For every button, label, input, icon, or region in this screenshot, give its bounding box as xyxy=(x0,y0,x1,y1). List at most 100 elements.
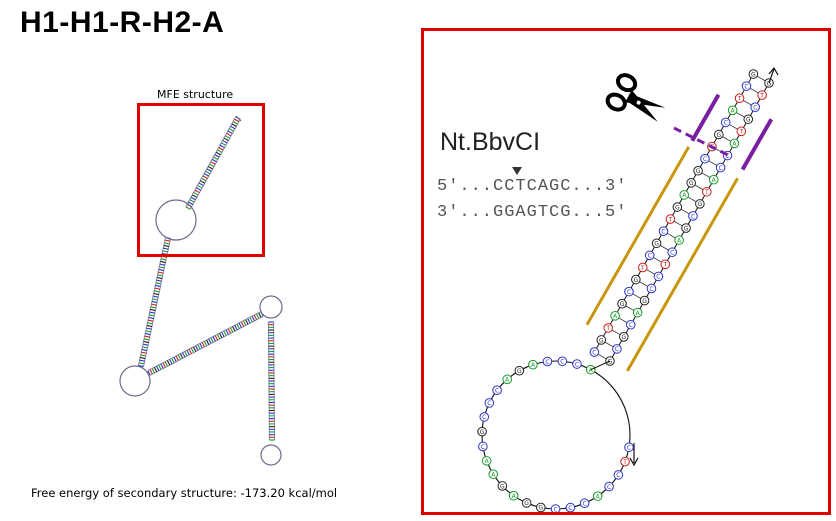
nucleotide: C xyxy=(667,247,678,258)
nucleotide: T xyxy=(637,262,648,273)
nucleotide: C xyxy=(720,117,731,128)
scissors-icon xyxy=(605,73,666,122)
base-pair-rung xyxy=(221,331,225,337)
nucleotide: G xyxy=(651,238,662,249)
base-pair-rung xyxy=(249,317,253,323)
base-pair-rung xyxy=(195,187,202,191)
nucleotide: A xyxy=(729,138,740,149)
nucleotide: C xyxy=(550,504,561,513)
svg-text:C: C xyxy=(627,289,631,296)
base-pair-rung xyxy=(143,338,150,341)
svg-text:C: C xyxy=(648,253,652,260)
base-pair-rung xyxy=(199,343,203,349)
nucleotide: G xyxy=(619,332,629,342)
base-pair-rung xyxy=(225,329,229,335)
base-pair-rung xyxy=(227,130,233,134)
enzyme-name: Nt.BbvCI xyxy=(440,128,541,156)
svg-text:C: C xyxy=(482,414,486,421)
svg-text:C: C xyxy=(627,445,631,452)
nucleotide: G xyxy=(714,129,724,140)
nucleotide: C xyxy=(579,498,590,509)
base-pair-rung xyxy=(222,139,228,144)
svg-text:G: G xyxy=(517,368,522,375)
nucleotide: C xyxy=(653,271,664,282)
nucleotide: T xyxy=(757,90,767,100)
base-pair-rung xyxy=(147,370,151,376)
svg-text:C: C xyxy=(545,359,549,366)
nucleotide: G xyxy=(596,335,607,345)
base-pair-rung xyxy=(148,316,154,320)
svg-text:C: C xyxy=(656,274,660,281)
nucleotide: C xyxy=(658,226,669,236)
base-pair-rung xyxy=(232,326,236,332)
nucleotide: C xyxy=(604,481,614,492)
svg-text:T: T xyxy=(704,189,709,196)
nucleotide: A xyxy=(679,190,690,200)
svg-text:A: A xyxy=(712,177,717,184)
svg-text:G: G xyxy=(608,358,613,365)
base-pair-rung xyxy=(142,346,148,349)
nucleotide: G xyxy=(681,223,691,233)
nucleotide: T xyxy=(660,259,671,270)
loop-circle xyxy=(259,295,283,319)
base-pair-rung xyxy=(197,184,203,189)
base-pair-rung xyxy=(154,290,160,293)
base-pair-rung xyxy=(210,337,214,343)
nucleotide: G xyxy=(693,165,703,176)
svg-text:A: A xyxy=(636,310,641,317)
strand-end-tick xyxy=(235,115,242,122)
base-pair-rung xyxy=(138,364,144,368)
base-pair-rung xyxy=(141,351,147,354)
svg-text:A: A xyxy=(512,493,517,500)
nucleotide: C xyxy=(624,286,634,297)
base-pair-rung xyxy=(159,263,166,266)
nucleotide: C xyxy=(625,319,636,330)
svg-text:C: C xyxy=(607,484,611,491)
nucleotide: G xyxy=(497,481,508,491)
base-pair-rung xyxy=(216,334,221,340)
base-pair-rung xyxy=(192,346,197,352)
base-pair-rung xyxy=(251,315,255,322)
svg-text:C: C xyxy=(495,388,499,395)
base-pair-rung xyxy=(258,312,262,318)
base-pair-rung xyxy=(150,306,157,309)
page-title: H1-H1-R-H2-A xyxy=(20,6,225,39)
nucleotide: G xyxy=(639,295,650,306)
nucleotide: T xyxy=(701,186,712,197)
base-pair-rung xyxy=(190,347,195,353)
svg-text:C: C xyxy=(661,228,665,235)
svg-text:G: G xyxy=(538,505,543,512)
base-pair-rung xyxy=(210,161,216,165)
base-pair-rung xyxy=(245,319,249,325)
svg-text:G: G xyxy=(654,241,659,248)
free-energy-text: Free energy of secondary structure: -173… xyxy=(31,486,338,500)
nucleotide: C xyxy=(700,153,710,164)
nucleotide: T xyxy=(620,456,630,467)
nucleotide: A xyxy=(592,491,603,501)
base-pair-rung xyxy=(152,295,159,298)
svg-text:T: T xyxy=(739,129,744,136)
base-pair-rung xyxy=(189,199,195,203)
base-pair-rung xyxy=(188,201,194,206)
base-pair-rung xyxy=(144,335,150,338)
mfe-structure-diagram xyxy=(119,115,283,466)
base-pair-rung xyxy=(212,336,216,342)
base-pair-rung xyxy=(201,177,207,182)
nucleotide: C xyxy=(572,359,582,369)
svg-text:A: A xyxy=(677,237,682,244)
base-pair-rung xyxy=(145,332,151,336)
nucleotide: C xyxy=(644,250,655,261)
svg-text:G: G xyxy=(698,201,703,208)
svg-text:C: C xyxy=(554,506,558,513)
svg-text:G: G xyxy=(620,301,625,308)
nucleotide: C xyxy=(646,283,657,294)
svg-text:G: G xyxy=(689,180,694,187)
base-pair-rung xyxy=(154,287,160,290)
base-pair-rung xyxy=(236,323,240,330)
nucleotide: C xyxy=(478,441,488,452)
base-pair-rung xyxy=(215,151,221,156)
svg-text:C: C xyxy=(703,156,707,163)
detail-panel: GCCGGTCAAGGCCGCTTCCGACGTCGGATGAGCCCTAGTC… xyxy=(421,28,831,515)
base-pair-rung xyxy=(153,367,158,373)
svg-text:T: T xyxy=(759,92,764,99)
